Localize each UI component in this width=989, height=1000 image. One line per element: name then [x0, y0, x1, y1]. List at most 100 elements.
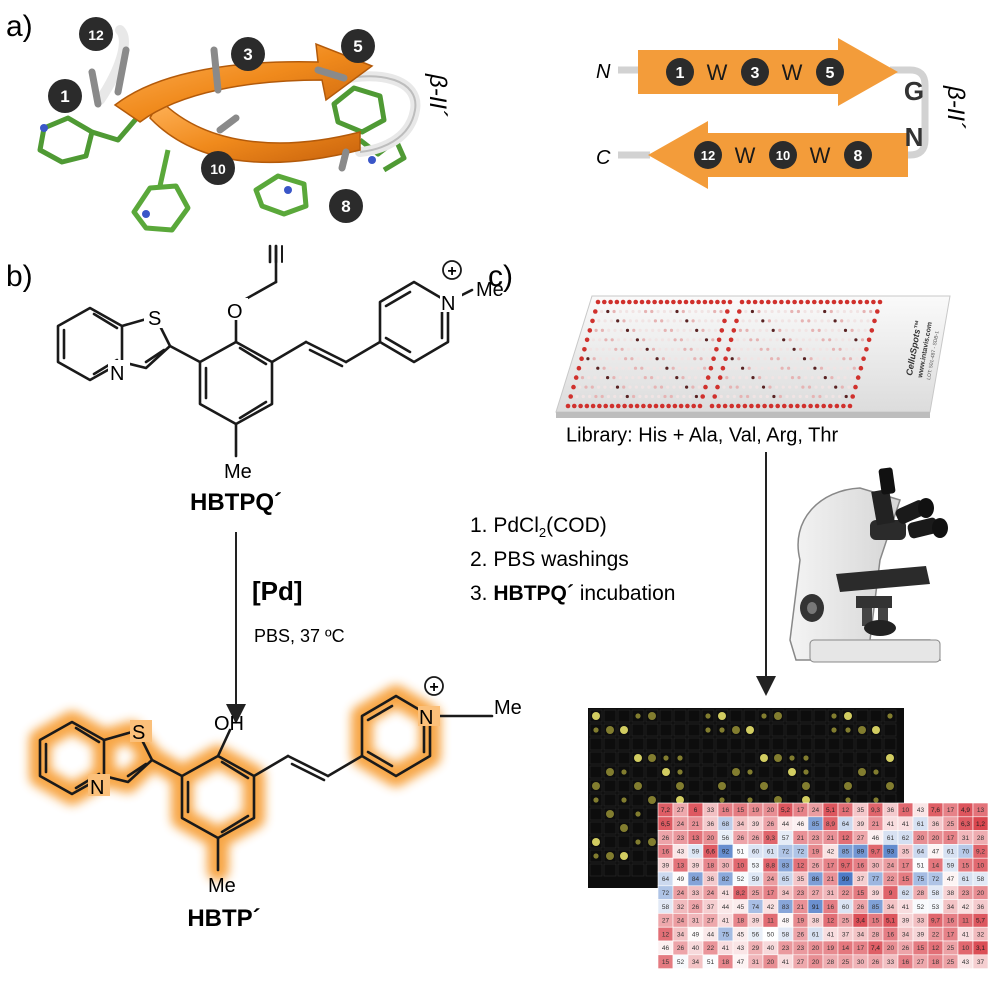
- heatmap-cell-value: 42: [962, 904, 970, 911]
- heatmap-cell-value: 34: [857, 931, 865, 938]
- heatmap-cell-value: 82: [722, 876, 730, 883]
- heatmap-cell-value: 27: [797, 959, 805, 966]
- heatmap-cell-value: 58: [932, 890, 940, 897]
- heatmap-cell-value: 37: [842, 931, 850, 938]
- heatmap-cell-value: 48: [782, 918, 790, 925]
- heatmap-cell-value: 7,4: [871, 945, 880, 952]
- heatmap-cell-value: 20: [887, 945, 895, 952]
- heatmap-cell-value: 42: [767, 904, 775, 911]
- heatmap-cell-value: 41: [887, 821, 895, 828]
- heatmap-cell-value: 59: [947, 862, 955, 869]
- heatmap-cell-value: 5,1: [826, 807, 835, 814]
- heatmap-cell-value: 57: [782, 835, 790, 842]
- atom-oxygen-top: O: [227, 301, 243, 323]
- heatmap-cell-value: 4,9: [961, 807, 970, 814]
- heatmap-cell-value: 41: [827, 931, 835, 938]
- hairpin-2d-schematic: N C 1 W 3 W 5 12 W 10 W 8 G N β-: [596, 38, 969, 189]
- heatmap-cell-value: 13: [977, 807, 985, 814]
- heatmap-cell-value: 53: [932, 904, 940, 911]
- heatmap-cell-value: 5,7: [976, 918, 985, 925]
- hydroxyl-group: OH: [214, 713, 244, 735]
- atom-pyridinium-n-bottom: N: [419, 707, 433, 729]
- heatmap-cell-value: 8,8: [766, 862, 775, 869]
- heatmap-cell-value: 6: [694, 807, 698, 814]
- heatmap-cell-value: 30: [722, 862, 730, 869]
- step-1-prefix: 1. PdCl: [470, 514, 539, 537]
- badge-12: 12: [79, 17, 113, 51]
- n-terminus-label: N: [596, 61, 611, 83]
- heatmap-cell-value: 92: [722, 849, 730, 856]
- heatmap-cell-value: 35: [857, 807, 865, 814]
- heatmap-cell-value: 15: [872, 918, 880, 925]
- heatmap-cell-value: 52: [917, 904, 925, 911]
- heatmap-cell-value: 40: [692, 945, 700, 952]
- heatmap-cell-value: 15: [857, 890, 865, 897]
- step-1-subscript: 2: [539, 525, 546, 540]
- heatmap-cell-value: 33: [887, 959, 895, 966]
- heatmap-cell-value: 45: [737, 931, 745, 938]
- badge-8-label: 8: [341, 197, 350, 216]
- heatmap-cell-value: 41: [782, 959, 790, 966]
- compound-name-top-mark: ´: [274, 489, 282, 516]
- badge-5: 5: [341, 29, 375, 63]
- heatmap-cell-value: 24: [767, 876, 775, 883]
- heatmap-cell-value: 37: [857, 876, 865, 883]
- heatmap-cell-value: 60: [752, 849, 760, 856]
- heatmap-cell-value: 46: [662, 945, 670, 952]
- methyl-n-bottom: Me: [494, 697, 522, 719]
- methyl-ring-bottom: Me: [208, 875, 236, 897]
- heatmap-cell-value: 41: [902, 904, 910, 911]
- turn-residue-g: G: [904, 76, 924, 106]
- heatmap-cell-value: 27: [812, 890, 820, 897]
- heatmap-cell-value: 12: [932, 945, 940, 952]
- heatmap-cell-value: 14: [932, 862, 940, 869]
- heatmap-cell-value: 46: [872, 835, 880, 842]
- panel-label-b: b): [6, 260, 33, 293]
- top-residue-1: 1: [676, 65, 685, 82]
- badge-1-label: 1: [60, 87, 69, 106]
- heatmap-cell-value: 16: [662, 849, 670, 856]
- heatmap-cell-value: 85: [872, 904, 880, 911]
- heatmap-cell-value: 17: [947, 807, 955, 814]
- heatmap-cell-value: 31: [827, 890, 835, 897]
- bottom-residue-w2: W: [810, 143, 831, 168]
- heatmap-cell-value: 9,3: [766, 835, 775, 842]
- heatmap-cell-value: 47: [737, 959, 745, 966]
- heatmap-cell-value: 9: [889, 890, 893, 897]
- heatmap-cell-value: 23: [782, 945, 790, 952]
- heatmap-cell-value: 16: [947, 918, 955, 925]
- reaction-catalyst: [Pd]: [252, 576, 303, 606]
- heatmap-cell-value: 20: [767, 959, 775, 966]
- heatmap-cell-value: 20: [812, 945, 820, 952]
- heatmap-cell-value: 9,7: [931, 918, 940, 925]
- heatmap-cell-value: 30: [857, 959, 865, 966]
- heatmap-cell-value: 59: [752, 876, 760, 883]
- heatmap-cell-value: 85: [842, 849, 850, 856]
- heatmap-cell-value: 43: [917, 807, 925, 814]
- c-terminus-label: C: [596, 147, 611, 169]
- heatmap-cell-value: 59: [692, 849, 700, 856]
- heatmap-cell-value: 58: [977, 876, 985, 883]
- heatmap-cell-value: 25: [947, 821, 955, 828]
- heatmap-cell-value: 68: [722, 821, 730, 828]
- heatmap-cell-value: 39: [917, 931, 925, 938]
- heatmap-cell-value: 49: [677, 876, 685, 883]
- heatmap-cell-value: 7,6: [931, 807, 940, 814]
- heatmap-cell-value: 26: [692, 904, 700, 911]
- heatmap-cell-value: 45: [737, 904, 745, 911]
- heatmap-cell-value: 27: [662, 918, 670, 925]
- heatmap-cell-value: 52: [677, 959, 685, 966]
- heatmap-cell-value: 37: [977, 959, 985, 966]
- heatmap-cell-value: 25: [947, 959, 955, 966]
- heatmap-cell-value: 44: [782, 821, 790, 828]
- heatmap-cell-value: 75: [917, 876, 925, 883]
- heatmap-cell-value: 33: [707, 807, 715, 814]
- heatmap-cell-value: 28: [917, 890, 925, 897]
- badge-5-label: 5: [353, 37, 362, 56]
- heatmap-cell-value: 22: [707, 945, 715, 952]
- heatmap-cell-value: 21: [827, 876, 835, 883]
- heatmap-cell-value: 47: [932, 849, 940, 856]
- methyl-n-top: Me: [476, 279, 504, 301]
- heatmap-cell-value: 34: [782, 890, 790, 897]
